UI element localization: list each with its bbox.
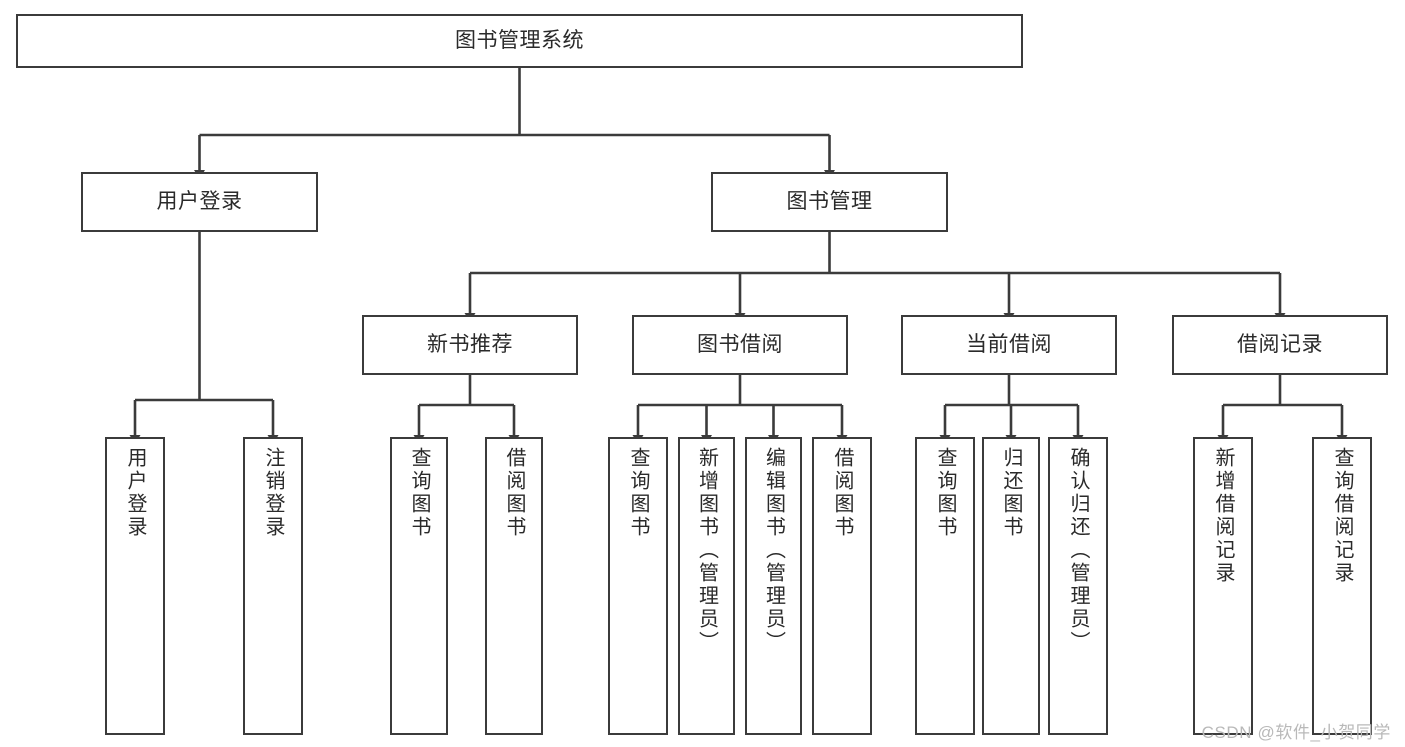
node-book-borrow-label: 图书借阅	[697, 332, 783, 356]
node-root-label: 图书管理系统	[455, 28, 584, 52]
node-leaf-borrow-book-b[interactable]: 借阅图书	[812, 437, 872, 735]
watermark: CSDN @软件_小贺同学	[1201, 723, 1391, 742]
node-new-book-recommend-label: 新书推荐	[427, 332, 513, 356]
node-new-book-recommend[interactable]: 新书推荐	[362, 315, 578, 375]
node-leaf-add-book-label: 新增图书（管理员）	[695, 447, 718, 654]
node-leaf-confirm-return[interactable]: 确认归还（管理员）	[1048, 437, 1108, 735]
node-user-login[interactable]: 用户登录	[81, 172, 318, 232]
node-leaf-user-login-label: 用户登录	[124, 447, 146, 539]
node-leaf-add-record-label: 新增借阅记录	[1212, 447, 1234, 585]
node-current-borrow[interactable]: 当前借阅	[901, 315, 1117, 375]
node-leaf-return-book-label: 归还图书	[1000, 447, 1022, 539]
node-leaf-borrow-book-a-label: 借阅图书	[503, 447, 525, 539]
node-user-login-label: 用户登录	[156, 189, 243, 213]
node-borrow-record-label: 借阅记录	[1237, 332, 1323, 356]
node-leaf-confirm-return-label: 确认归还（管理员）	[1067, 447, 1089, 654]
node-leaf-query-record[interactable]: 查询借阅记录	[1312, 437, 1372, 735]
node-leaf-user-login[interactable]: 用户登录	[105, 437, 165, 735]
node-root[interactable]: 图书管理系统	[16, 14, 1023, 68]
node-leaf-query-book-a-label: 查询图书	[408, 447, 430, 539]
node-leaf-query-book-c-label: 查询图书	[934, 447, 956, 539]
node-book-borrow[interactable]: 图书借阅	[632, 315, 848, 375]
node-book-manage[interactable]: 图书管理	[711, 172, 948, 232]
node-leaf-add-book[interactable]: 新增图书（管理员）	[678, 437, 735, 735]
node-current-borrow-label: 当前借阅	[966, 332, 1052, 356]
node-leaf-query-book-a[interactable]: 查询图书	[390, 437, 448, 735]
node-leaf-borrow-book-a[interactable]: 借阅图书	[485, 437, 543, 735]
node-leaf-query-book-b[interactable]: 查询图书	[608, 437, 668, 735]
node-leaf-return-book[interactable]: 归还图书	[982, 437, 1040, 735]
node-leaf-add-record[interactable]: 新增借阅记录	[1193, 437, 1253, 735]
node-book-manage-label: 图书管理	[786, 189, 873, 213]
node-leaf-logout-label: 注销登录	[262, 447, 284, 539]
node-leaf-query-book-c[interactable]: 查询图书	[915, 437, 975, 735]
node-leaf-logout[interactable]: 注销登录	[243, 437, 303, 735]
node-leaf-query-record-label: 查询借阅记录	[1331, 447, 1353, 585]
node-leaf-edit-book-label: 编辑图书（管理员）	[762, 447, 785, 654]
node-leaf-borrow-book-b-label: 借阅图书	[831, 447, 853, 539]
node-leaf-query-book-b-label: 查询图书	[627, 447, 649, 539]
node-leaf-edit-book[interactable]: 编辑图书（管理员）	[745, 437, 802, 735]
node-borrow-record[interactable]: 借阅记录	[1172, 315, 1388, 375]
